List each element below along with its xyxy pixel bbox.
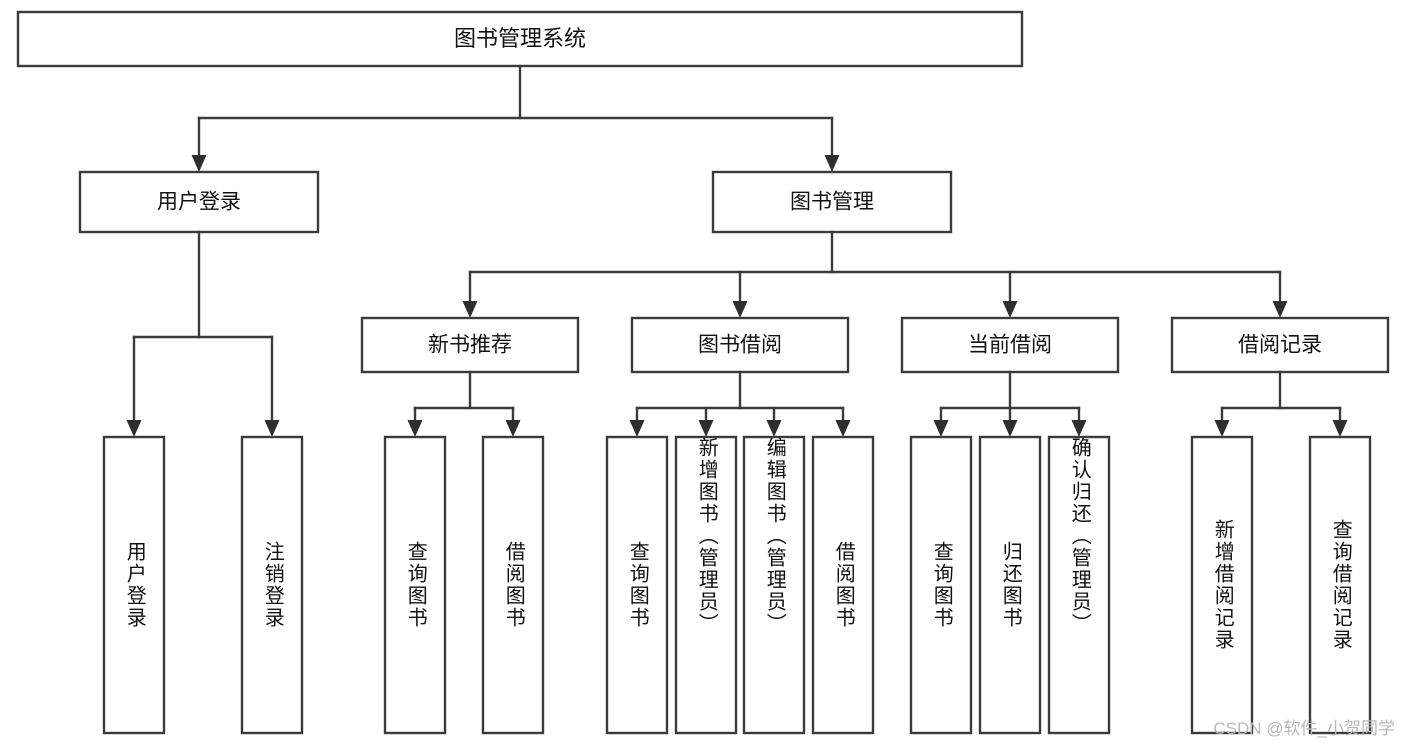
connector-new-book-rec-to-leaves <box>407 370 521 437</box>
node-root-label: 图书管理系统 <box>454 26 586 51</box>
connector-book-borrow-to-leaves <box>629 370 851 437</box>
arrow-icon <box>629 420 645 437</box>
arrow-icon <box>1272 301 1288 318</box>
arrow-icon <box>732 301 748 318</box>
leaf-user-logout-box[interactable] <box>240 435 304 735</box>
leaf-query-record-box[interactable] <box>1308 435 1372 735</box>
arrow-icon <box>126 420 142 437</box>
arrow-icon <box>824 155 840 172</box>
leaf-edit-book-box[interactable] <box>742 435 806 735</box>
connector-user-login-to-leaves <box>126 230 280 437</box>
leaf-borrow-book-1-box[interactable] <box>481 435 545 735</box>
leaf-boxes-group <box>102 435 1372 735</box>
node-book-manage-label: 图书管理 <box>790 191 874 214</box>
connector-borrow-record-to-leaves <box>1214 370 1348 437</box>
connector-root-to-level1 <box>191 64 840 172</box>
node-new-book-rec[interactable]: 新书推荐 <box>360 316 580 374</box>
arrow-icon <box>505 420 521 437</box>
arrow-icon <box>766 420 782 437</box>
node-user-login-box <box>78 170 320 234</box>
connector-current-borrow-to-leaves <box>933 370 1087 437</box>
node-new-book-rec-box <box>360 316 580 374</box>
leaf-query-book-2-box[interactable] <box>605 435 669 735</box>
node-new-book-rec-label: 新书推荐 <box>428 334 512 357</box>
node-book-borrow[interactable]: 图书借阅 <box>630 316 850 374</box>
arrow-icon <box>933 420 949 437</box>
arrow-icon <box>835 420 851 437</box>
arrow-icon <box>1002 301 1018 318</box>
arrow-icon <box>1002 420 1018 437</box>
leaf-confirm-return-box[interactable] <box>1047 435 1111 735</box>
node-root-box <box>16 10 1024 68</box>
node-user-login-label: 用户登录 <box>157 191 241 214</box>
arrow-icon <box>1071 420 1087 437</box>
leaf-query-book-3-box[interactable] <box>909 435 973 735</box>
leaf-borrow-book-2-box[interactable] <box>811 435 875 735</box>
node-current-borrow-label: 当前借阅 <box>968 334 1052 357</box>
arrow-icon <box>698 420 714 437</box>
node-current-borrow[interactable]: 当前借阅 <box>900 316 1120 374</box>
node-book-borrow-label: 图书借阅 <box>698 334 782 357</box>
leaf-add-book-box[interactable] <box>674 435 738 735</box>
arrow-icon <box>1214 420 1230 437</box>
arrow-icon <box>1332 420 1348 437</box>
leaf-return-book-box[interactable] <box>978 435 1042 735</box>
arrow-icon <box>407 420 423 437</box>
node-borrow-record-label: 借阅记录 <box>1238 334 1322 357</box>
node-current-borrow-box <box>900 316 1120 374</box>
node-user-login[interactable]: 用户登录 <box>78 170 320 234</box>
node-book-manage[interactable]: 图书管理 <box>711 170 953 234</box>
connector-book-manage-to-level2 <box>462 230 1288 318</box>
arrow-icon <box>264 420 280 437</box>
leaf-user-login-box[interactable] <box>102 435 166 735</box>
arrow-icon <box>462 301 478 318</box>
arrow-icon <box>191 155 207 172</box>
node-root[interactable]: 图书管理系统 <box>16 10 1024 68</box>
leaf-add-record-box[interactable] <box>1190 435 1254 735</box>
leaf-query-book-1-box[interactable] <box>383 435 447 735</box>
node-borrow-record[interactable]: 借阅记录 <box>1170 316 1390 374</box>
